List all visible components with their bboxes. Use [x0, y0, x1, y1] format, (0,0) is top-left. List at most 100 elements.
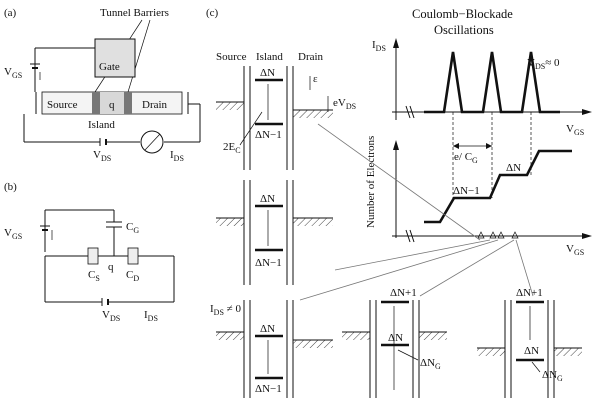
- energy-diagram-2: ΔN ΔN−1: [216, 180, 333, 285]
- dng-pointer-4: [397, 349, 419, 361]
- cs-label: CS: [88, 269, 100, 283]
- vds-label: VDS: [93, 149, 111, 163]
- plot1-y-arrowhead: [393, 38, 399, 48]
- panel-b: (b) VGS CG q CS CD VDS IDS: [4, 181, 175, 323]
- period-label: e/ CG: [454, 151, 478, 165]
- panel-a-label: (a): [4, 7, 17, 19]
- drain-fermi-sea-5: [554, 348, 582, 356]
- staircase-curve: [424, 149, 572, 224]
- level-dn-1-label: ΔN: [260, 67, 275, 79]
- drain-fermi-sea-2: [293, 218, 333, 226]
- evds-label: eVDS: [333, 97, 356, 111]
- energy-diagram-5: ΔN+1 ΔN ΔNG: [477, 287, 582, 398]
- source-fermi-sea-2: [216, 218, 244, 226]
- ids-label-b: IDS: [144, 309, 158, 323]
- level-dn-5-label: ΔN: [524, 345, 539, 357]
- source-fermi-sea-4: [342, 332, 370, 340]
- energy-diagram-1: ΔN ΔN−1 2EC ε eVDS: [216, 66, 356, 170]
- ids-nonzero-label: IDS ≠ 0: [210, 303, 241, 317]
- col-island-label: Island: [256, 51, 283, 63]
- cd-label: CD: [126, 269, 139, 283]
- connector-diagram3: [299, 239, 499, 301]
- plot2-x-label: VGS: [566, 243, 584, 257]
- plot1-axis-break-2: [409, 105, 415, 119]
- plot1-x-arrowhead: [582, 109, 592, 115]
- drain-fermi-sea-3: [293, 340, 333, 348]
- tunnel-barrier-right: [124, 92, 132, 114]
- operating-point-arrow-4: [511, 231, 519, 239]
- level-dn-minus1-2-label: ΔN−1: [255, 257, 282, 269]
- step-label-1: ΔN−1: [453, 185, 480, 197]
- level-dn-plus1-5-label: ΔN+1: [516, 287, 543, 299]
- operating-point-arrow-3: [497, 231, 505, 239]
- period-arrow-left-head: [453, 143, 459, 149]
- vds-label-b: VDS: [102, 309, 120, 323]
- vds-condition-label: VDS≈ 0: [527, 57, 560, 71]
- plot-electrons-vs-vgs: Number of Electrons VGS ΔN−1 ΔN e/ CG: [365, 136, 592, 257]
- island-region: [100, 92, 124, 114]
- cg-label: CG: [126, 221, 139, 235]
- connector-diagram4: [419, 239, 515, 297]
- dng-pointer-5: [531, 361, 541, 373]
- epsilon-label: ε: [313, 73, 318, 85]
- level-dn-minus1-3-label: ΔN−1: [255, 383, 282, 395]
- panel-c: (c) Coulomb−Blockade Oscillations Source…: [206, 7, 592, 398]
- island-label: Island: [88, 119, 115, 131]
- two-ec-pointer: [239, 111, 263, 146]
- plot2-y-arrowhead: [393, 140, 399, 150]
- connector-diagram2: [334, 239, 491, 271]
- level-dn-3-label: ΔN: [260, 323, 275, 335]
- plot-ids-vs-vgs: IDS VGS VDS≈ 0: [372, 38, 592, 198]
- tunnel-barriers-label: Tunnel Barriers: [100, 7, 169, 19]
- ammeter-needle: [144, 133, 161, 151]
- connector-diagram1: [317, 123, 481, 241]
- cb-title-line1: Coulomb−Blockade: [412, 7, 513, 21]
- level-dn-4-label: ΔN: [388, 332, 403, 344]
- panel-b-label: (b): [4, 181, 17, 193]
- dng-label-5: ΔNG: [542, 369, 563, 383]
- source-fermi-sea-1: [216, 102, 244, 110]
- cs-capacitor: [87, 247, 99, 265]
- island-charge-label: q: [109, 99, 115, 111]
- tunnel-barrier-pointer-right: [127, 19, 151, 93]
- vgs-label: VGS: [4, 66, 22, 80]
- plot2-axis-break-1: [405, 229, 411, 243]
- plot1-x-label: VGS: [566, 123, 584, 137]
- vgs-label-b: VGS: [4, 227, 22, 241]
- drain-fermi-sea-1: [293, 110, 333, 118]
- plot2-x-arrowhead: [582, 233, 592, 239]
- drain-label: Drain: [142, 99, 168, 111]
- col-drain-label: Drain: [298, 51, 324, 63]
- gate-label: Gate: [99, 61, 120, 73]
- col-source-label: Source: [216, 51, 247, 63]
- plot1-y-label: IDS: [372, 39, 386, 53]
- tunnel-barrier-left: [92, 92, 100, 114]
- ammeter-circle: [140, 130, 164, 154]
- source-fermi-sea-3: [216, 332, 244, 340]
- operating-point-arrow-2: [489, 231, 497, 239]
- energy-diagram-4: ΔN+1 ΔN ΔNG: [342, 287, 447, 398]
- q-label-b: q: [108, 261, 114, 273]
- period-arrow-right-head: [486, 143, 492, 149]
- plot2-axis-break-2: [409, 229, 415, 243]
- gate-electrode: [94, 38, 136, 78]
- step-label-2: ΔN: [506, 162, 521, 174]
- connector-lines: [299, 123, 534, 301]
- level-dn-2-label: ΔN: [260, 193, 275, 205]
- operating-point-arrow-1: [477, 231, 485, 239]
- source-label: Source: [47, 99, 78, 111]
- plot1-axis-break-1: [405, 105, 411, 119]
- oscillation-curve: [424, 51, 560, 114]
- panel-a: (a) Tunnel Barriers Gate VGS Source q Dr…: [4, 7, 201, 163]
- ids-label: IDS: [170, 149, 184, 163]
- connector-diagram5: [515, 239, 534, 297]
- panel-c-label: (c): [206, 7, 219, 19]
- level-dn-minus1-1-label: ΔN−1: [255, 129, 282, 141]
- dng-label-4: ΔNG: [420, 357, 441, 371]
- plot2-y-label: Number of Electrons: [365, 136, 377, 228]
- cd-capacitor: [127, 247, 139, 265]
- two-ec-label: 2EC: [223, 141, 241, 155]
- cb-title-line2: Oscillations: [434, 23, 494, 37]
